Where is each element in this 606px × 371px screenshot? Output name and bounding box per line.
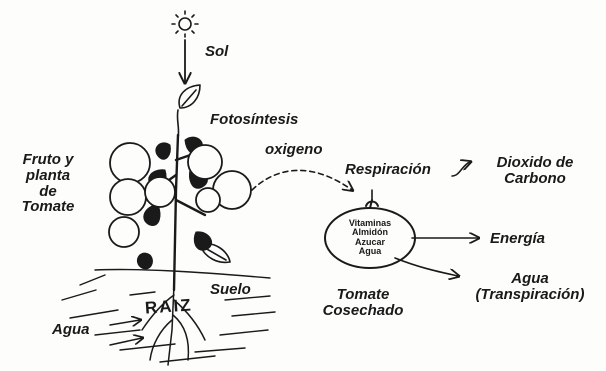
dioxido-line-1: Dioxido de — [480, 155, 590, 171]
water-arrow-2 — [110, 338, 142, 345]
label-fotosintesis: Fotosíntesis — [210, 112, 298, 128]
sun-icon — [172, 11, 198, 37]
water-arrow-1 — [110, 320, 140, 325]
agua-transp-line-1: Agua — [460, 271, 600, 287]
label-dioxido-carbono: Dioxido de Carbono — [480, 155, 590, 187]
label-oxigeno: oxigeno — [265, 142, 323, 158]
co2-arrow — [452, 162, 470, 176]
fruto-line-1: Fruto y — [10, 152, 86, 168]
label-tomate-cosechado: Tomate Cosechado — [308, 287, 418, 319]
agua-transp-line-2: (Transpiración) — [460, 287, 600, 303]
transpiration-arrow — [395, 258, 458, 276]
fruto-line-3: de — [10, 184, 86, 200]
label-raiz: RAIZ — [144, 296, 193, 317]
cosechado-line-1: Tomate — [308, 287, 418, 303]
label-respiracion: Respiración — [345, 162, 431, 178]
tomato-stem — [366, 200, 378, 208]
tomato-contents: Vitaminas Almidón Azucar Agua — [335, 219, 405, 257]
label-suelo: Suelo — [210, 282, 251, 298]
content-agua: Agua — [335, 247, 405, 256]
cosechado-line-2: Cosechado — [308, 303, 418, 319]
fruto-line-2: planta — [10, 168, 86, 184]
label-agua-suelo: Agua — [52, 322, 90, 338]
oxygen-arrow — [252, 170, 352, 190]
fruto-line-4: Tomate — [10, 199, 86, 215]
leaf-icon — [179, 85, 200, 108]
label-energia: Energía — [490, 231, 545, 247]
dioxido-line-2: Carbono — [480, 171, 590, 187]
label-sol: Sol — [205, 44, 228, 60]
label-fruto-planta-tomate: Fruto y planta de Tomate — [10, 152, 86, 215]
label-agua-transpiracion: Agua (Transpiración) — [460, 271, 600, 303]
